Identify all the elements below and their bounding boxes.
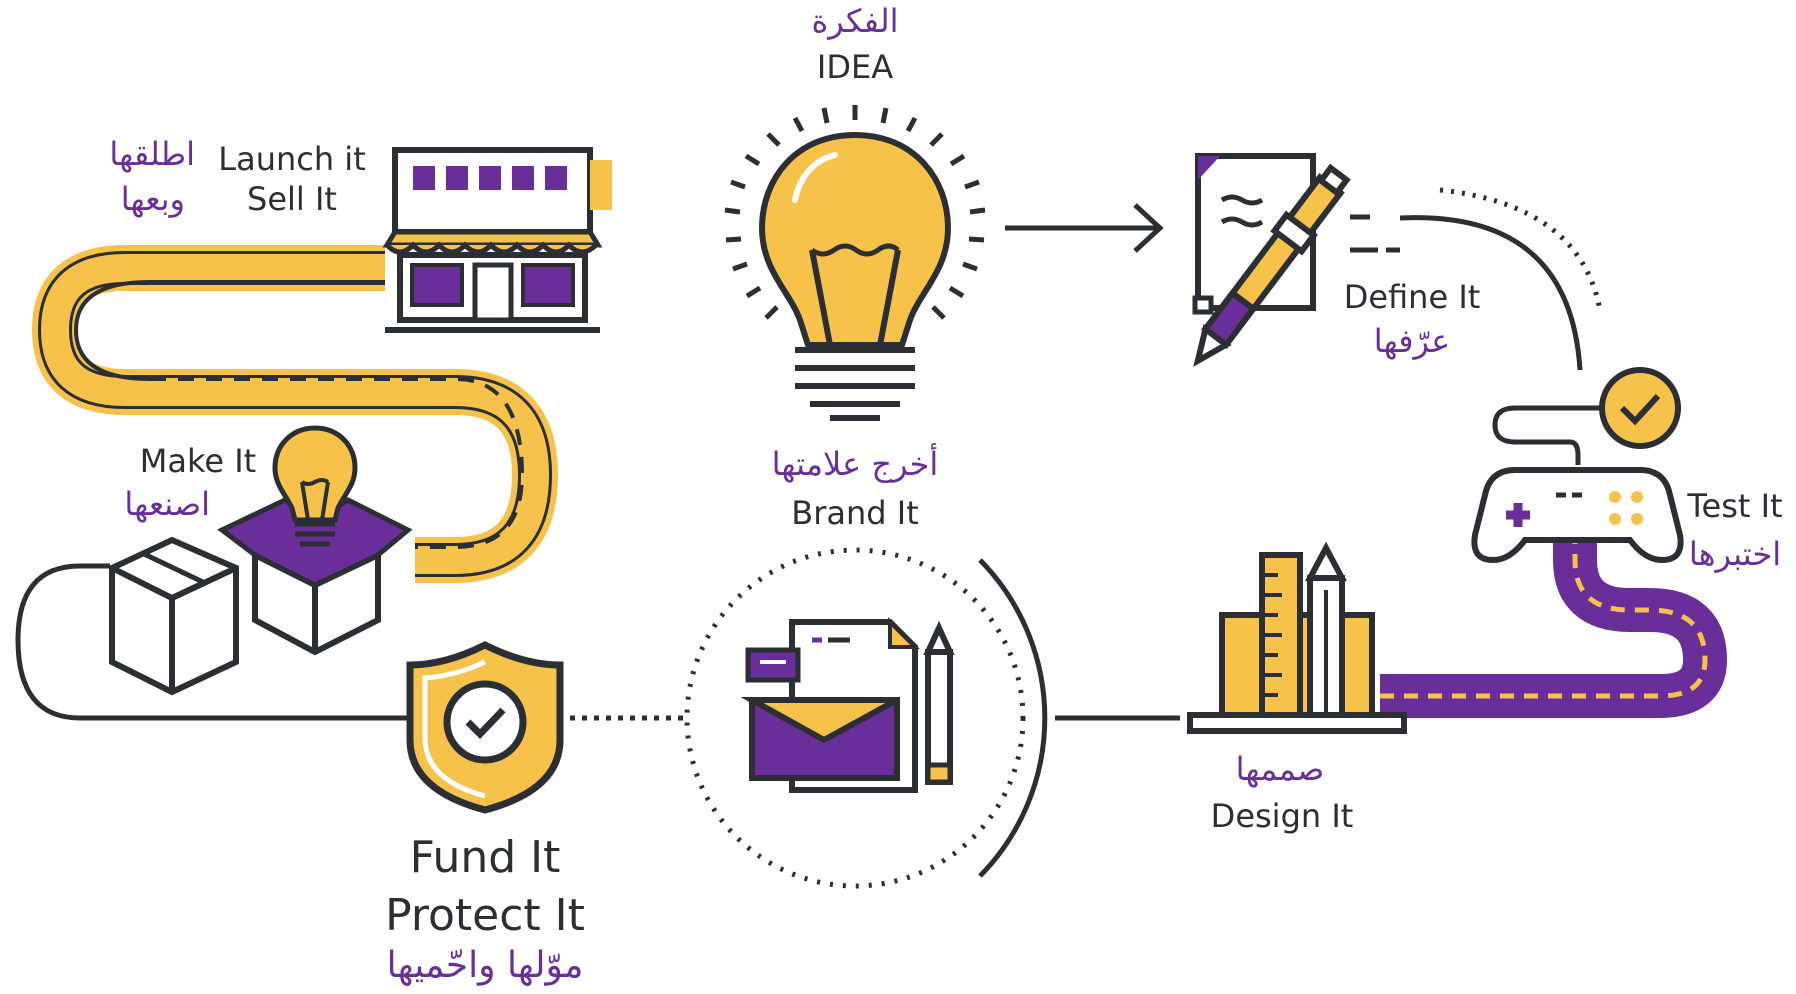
define-test-arc xyxy=(1399,215,1583,371)
fund-label-en-1: Fund It xyxy=(410,832,561,883)
arrow-idea-to-define xyxy=(1005,203,1164,253)
brand-arc xyxy=(978,558,1048,878)
idea-label-ar: الفكرة xyxy=(812,2,899,40)
idea-label-en: IDEA xyxy=(817,48,893,86)
test-label-en: Test It xyxy=(1686,487,1782,525)
gamepad-check-icon xyxy=(1471,367,1684,564)
brand-label-en: Brand It xyxy=(791,494,918,532)
test-label-ar: اختبرها xyxy=(1689,535,1781,573)
yellow-road xyxy=(31,245,559,583)
design-label-en: Design It xyxy=(1211,797,1354,835)
fund-label-ar: موّلها واحّميها xyxy=(387,945,584,986)
make-label-en: Make It xyxy=(140,442,256,480)
purple-road xyxy=(1380,530,1728,718)
brand-label-ar: أخرج علامتها xyxy=(772,443,939,483)
launch-label-en-2: Sell It xyxy=(247,180,337,218)
define-label-en: Define It xyxy=(1344,278,1481,316)
lightbulb-icon xyxy=(724,105,986,421)
shield-check-icon xyxy=(406,641,564,814)
envelope-letter-pencil-icon xyxy=(740,617,955,793)
make-label-ar: اصنعها xyxy=(124,485,210,523)
launch-label-ar-1: اطلقها xyxy=(109,135,195,173)
laptop-ruler-pencil-icon xyxy=(1187,541,1407,734)
define-label-ar: عرّفها xyxy=(1374,322,1451,360)
boxes-lightbulb-icon xyxy=(109,425,413,696)
design-label-ar: صممها xyxy=(1236,750,1325,788)
document-pen-icon xyxy=(1192,153,1400,367)
brand-dotted-ring xyxy=(684,547,1026,889)
storefront-icon xyxy=(382,147,612,333)
define-test-dotted-arc xyxy=(1439,187,1603,311)
dark-connector-left xyxy=(15,563,690,721)
fund-label-en-2: Protect It xyxy=(385,890,585,941)
launch-label-en-1: Launch it xyxy=(218,140,365,178)
launch-label-ar-2: وبعها xyxy=(121,180,185,218)
